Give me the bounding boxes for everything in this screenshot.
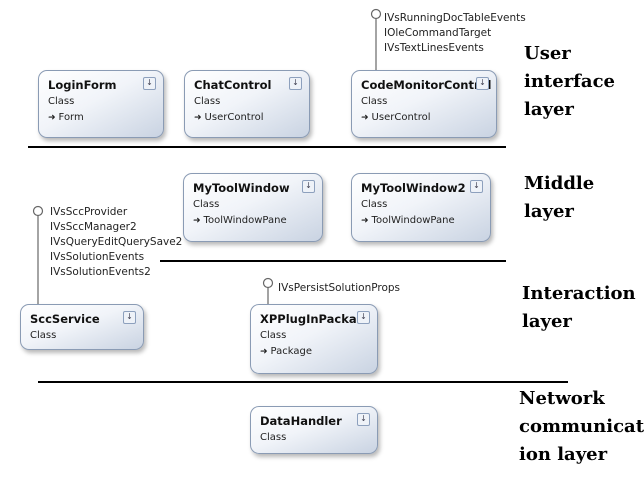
class-name: MyToolWindow bbox=[193, 181, 290, 195]
layer-label-line: User bbox=[524, 43, 571, 64]
base-class-name: ToolWindowPane bbox=[371, 215, 455, 226]
interface-item: IVsSolutionEvents bbox=[50, 251, 145, 263]
layer-label-line: layer bbox=[524, 201, 574, 222]
chevron-double-down-icon[interactable]: ↓ bbox=[476, 77, 489, 90]
layer-label-line: Middle bbox=[524, 173, 595, 194]
class-kind: Class bbox=[260, 330, 287, 341]
layer-label-line: layer bbox=[524, 99, 574, 120]
layer-label-line: Interaction bbox=[522, 283, 636, 304]
xp-plugin-interfaces: IVsPersistSolutionProps bbox=[278, 281, 400, 296]
class-name: ChatControl bbox=[194, 78, 272, 92]
interface-item: IVsSccManager2 bbox=[50, 221, 137, 233]
class-kind: Class bbox=[48, 96, 75, 107]
layer-label-line: communicat bbox=[519, 416, 644, 437]
interface-item: IVsQueryEditQuerySave2 bbox=[50, 236, 183, 248]
class-name: XPPlugInPacka... bbox=[260, 312, 370, 326]
layer-separator-user-middle bbox=[28, 146, 506, 148]
class-box-my-tool-window2[interactable]: MyToolWindow2 ↓ Class ➜ToolWindowPane bbox=[351, 173, 491, 242]
interface-item: IVsSolutionEvents2 bbox=[50, 266, 151, 278]
layer-separator-interaction-network bbox=[38, 381, 568, 383]
interface-item: IOleCommandTarget bbox=[384, 27, 492, 39]
base-class-name: Form bbox=[58, 112, 84, 123]
inheritance-arrow-icon: ➜ bbox=[193, 216, 201, 226]
chevron-double-down-icon[interactable]: ↓ bbox=[357, 413, 370, 426]
class-kind: Class bbox=[194, 96, 221, 107]
layer-label-line: interface bbox=[524, 71, 615, 92]
chevron-double-down-icon[interactable]: ↓ bbox=[470, 180, 483, 193]
layer-label-interaction: Interaction layer bbox=[522, 280, 636, 336]
class-kind: Class bbox=[361, 96, 388, 107]
base-class: ➜ToolWindowPane bbox=[193, 215, 287, 226]
base-class-name: Package bbox=[270, 346, 312, 357]
scc-service-interfaces: IVsSccProvider IVsSccManager2 IVsQueryEd… bbox=[50, 205, 182, 280]
class-box-data-handler[interactable]: DataHandler ↓ Class bbox=[250, 406, 378, 454]
base-class: ➜ToolWindowPane bbox=[361, 215, 455, 226]
class-name: DataHandler bbox=[260, 414, 342, 428]
layer-label-line: Network bbox=[519, 388, 605, 409]
interface-lollipop-icon bbox=[370, 8, 382, 74]
chevron-double-down-icon[interactable]: ↓ bbox=[357, 311, 370, 324]
class-name: MyToolWindow2 bbox=[361, 181, 466, 195]
base-class: ➜UserControl bbox=[194, 112, 264, 123]
interface-item: IVsPersistSolutionProps bbox=[278, 282, 401, 294]
layer-label-network: Network communicat ion layer bbox=[519, 385, 644, 469]
interface-item: IVsSccProvider bbox=[50, 206, 128, 218]
class-name: CodeMonitorControl bbox=[361, 78, 492, 92]
interface-lollipop-icon bbox=[262, 277, 274, 307]
base-class: ➜UserControl bbox=[361, 112, 431, 123]
class-box-my-tool-window[interactable]: MyToolWindow ↓ Class ➜ToolWindowPane bbox=[183, 173, 323, 242]
class-name: LoginForm bbox=[48, 78, 117, 92]
chevron-double-down-icon[interactable]: ↓ bbox=[302, 180, 315, 193]
class-box-chat-control[interactable]: ChatControl ↓ Class ➜UserControl bbox=[184, 70, 310, 138]
base-class-name: UserControl bbox=[204, 112, 264, 123]
class-kind: Class bbox=[193, 199, 220, 210]
class-box-scc-service[interactable]: SccService ↓ Class bbox=[20, 304, 144, 350]
layer-label-user-interface: User interface layer bbox=[524, 40, 615, 124]
class-kind: Class bbox=[30, 330, 57, 341]
class-box-xp-plugin-package[interactable]: XPPlugInPacka... ↓ Class ➜Package bbox=[250, 304, 378, 374]
chevron-double-down-icon[interactable]: ↓ bbox=[289, 77, 302, 90]
inheritance-arrow-icon: ➜ bbox=[361, 113, 369, 123]
layer-label-line: layer bbox=[522, 311, 572, 332]
layer-label-middle: Middle layer bbox=[524, 170, 594, 226]
chevron-double-down-icon[interactable]: ↓ bbox=[123, 311, 136, 324]
inheritance-arrow-icon: ➜ bbox=[194, 113, 202, 123]
chevron-double-down-icon[interactable]: ↓ bbox=[143, 77, 156, 90]
base-class-name: UserControl bbox=[371, 112, 431, 123]
inheritance-arrow-icon: ➜ bbox=[48, 113, 56, 123]
code-monitor-interfaces: IVsRunningDocTableEvents IOleCommandTarg… bbox=[384, 11, 526, 56]
inheritance-arrow-icon: ➜ bbox=[361, 216, 369, 226]
class-kind: Class bbox=[260, 432, 287, 443]
base-class: ➜Package bbox=[260, 346, 312, 357]
interface-item: IVsTextLinesEvents bbox=[384, 42, 484, 54]
base-class: ➜Form bbox=[48, 112, 84, 123]
base-class-name: ToolWindowPane bbox=[203, 215, 287, 226]
inheritance-arrow-icon: ➜ bbox=[260, 347, 268, 357]
class-name: SccService bbox=[30, 312, 100, 326]
class-box-code-monitor-control[interactable]: CodeMonitorControl ↓ Class ➜UserControl bbox=[351, 70, 497, 138]
layer-label-line: ion layer bbox=[519, 444, 608, 465]
interface-lollipop-icon bbox=[32, 205, 44, 305]
class-kind: Class bbox=[361, 199, 388, 210]
layer-separator-middle-interaction bbox=[160, 260, 506, 262]
interface-item: IVsRunningDocTableEvents bbox=[384, 12, 526, 24]
class-box-login-form[interactable]: LoginForm ↓ Class ➜Form bbox=[38, 70, 164, 138]
